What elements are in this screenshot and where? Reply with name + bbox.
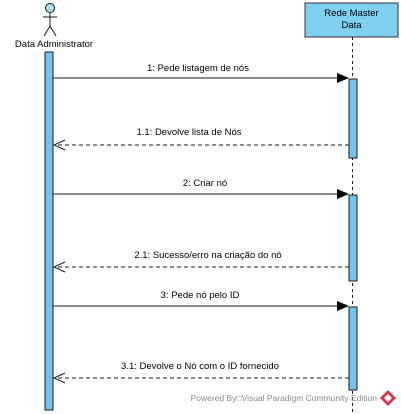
filled-arrowhead bbox=[337, 189, 349, 199]
visual-paradigm-logo-icon bbox=[380, 390, 396, 406]
message-label: 1.1: Devolve lista de Nós bbox=[136, 127, 241, 138]
message-label: 2: Criar nó bbox=[183, 178, 227, 189]
actor-activation-bar bbox=[44, 51, 54, 411]
message-1: 1: Pede listagem de nós bbox=[53, 63, 349, 83]
lifeline-activation-bar-3 bbox=[348, 306, 358, 391]
lifeline-rede-master-data: Rede Master Data bbox=[304, 2, 399, 412]
footer-text: Powered By□Visual Paradigm Community Edi… bbox=[191, 393, 378, 403]
lifeline-header-box bbox=[304, 2, 399, 38]
filled-arrowhead bbox=[337, 301, 349, 311]
open-arrowhead bbox=[52, 372, 66, 384]
actor-name: Data Administrator bbox=[15, 39, 93, 50]
open-arrowhead bbox=[52, 139, 66, 151]
message-label: 2.1: Sucesso/erro na criação do nó bbox=[134, 250, 281, 261]
actor-right-leg bbox=[49, 25, 57, 37]
lifeline-name-line-1: Rede Master bbox=[324, 8, 378, 19]
actor-data-administrator: Data Administrator bbox=[15, 3, 93, 50]
actor-left-leg bbox=[43, 25, 51, 37]
message-1-1-return: 1.1: Devolve lista de Nós bbox=[52, 127, 349, 151]
filled-arrowhead bbox=[337, 73, 349, 83]
message-3: 3: Pede nó pelo ID bbox=[53, 290, 349, 311]
lifeline-activation-bar-2 bbox=[348, 194, 358, 282]
message-label: 3.1: Devolve o Nó com o ID fornecido bbox=[121, 361, 279, 372]
lifeline-activation-bar-1 bbox=[348, 78, 358, 159]
message-2-1-return: 2.1: Sucesso/erro na criação do nó bbox=[52, 250, 349, 273]
message-label: 3: Pede nó pelo ID bbox=[161, 290, 240, 301]
actor-head bbox=[45, 3, 55, 13]
footer-watermark: Powered By□Visual Paradigm Community Edi… bbox=[191, 390, 396, 406]
message-2: 2: Criar nó bbox=[53, 178, 349, 199]
message-label: 1: Pede listagem de nós bbox=[147, 63, 249, 74]
message-3-1-return: 3.1: Devolve o Nó com o ID fornecido bbox=[52, 361, 349, 384]
lifeline-name-line-2: Data bbox=[341, 20, 362, 31]
open-arrowhead bbox=[52, 261, 66, 273]
